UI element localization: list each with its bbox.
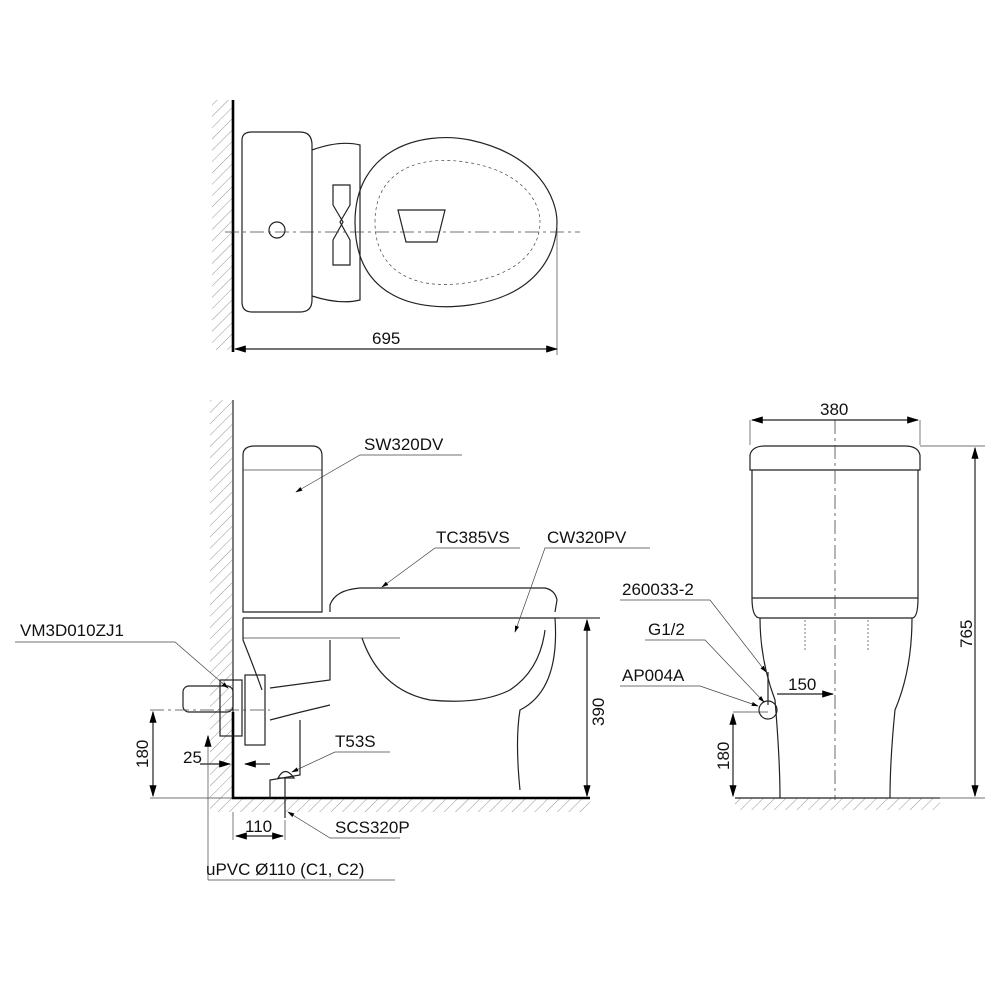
tank-plan	[241, 131, 313, 313]
total-height-dim: 765	[957, 620, 976, 648]
plan-width-dim: 695	[372, 329, 400, 348]
floor-fix-part-label: SCS320P	[335, 818, 410, 837]
bolt-part-label: T53S	[335, 732, 376, 751]
valve-part-label: AP004A	[622, 666, 685, 685]
side-height-dim: 390	[589, 698, 608, 726]
valve-offset-dim: 150	[788, 675, 816, 694]
plan-view	[212, 100, 580, 355]
tank-part-label: SW320DV	[364, 435, 444, 454]
seat-part-label: TC385VS	[436, 528, 510, 547]
valve-height-dim: 180	[714, 742, 733, 770]
front-view	[620, 416, 985, 810]
wall-gap-dim: 25	[183, 748, 202, 767]
wall-hatch	[212, 100, 232, 350]
thread-label: G1/2	[648, 620, 685, 639]
side-view	[15, 400, 650, 881]
hose-part-label: 260033-2	[622, 580, 694, 599]
front-width-dim: 380	[820, 400, 848, 419]
outlet-pipe	[182, 685, 234, 713]
tank-side	[242, 445, 323, 613]
floor-offset-dim: 110	[245, 817, 272, 836]
seat-side	[329, 587, 558, 613]
pipe-label: uPVC Ø110 (C1, C2)	[206, 860, 364, 879]
flange-part-label: VM3D010ZJ1	[20, 621, 124, 640]
outlet-height-dim: 180	[133, 740, 152, 768]
wall-floor-line	[231, 712, 590, 800]
bowl-plan	[354, 137, 558, 308]
bowl-part-label: CW320PV	[547, 528, 627, 547]
